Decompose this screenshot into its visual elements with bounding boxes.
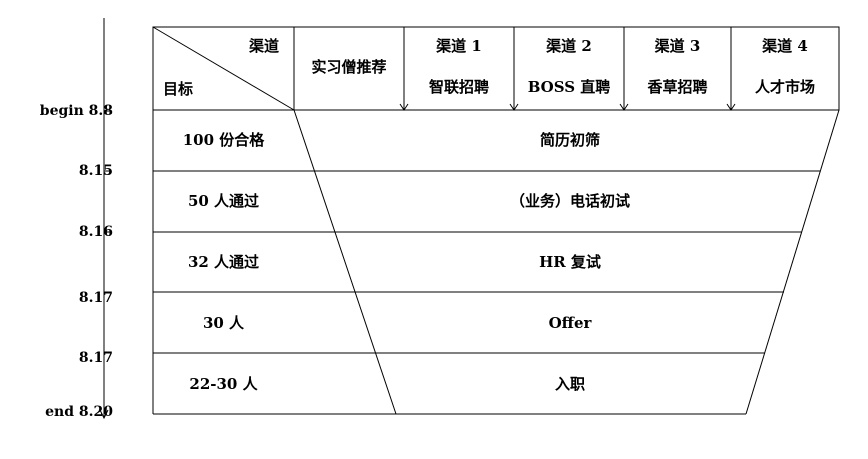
funnel-left-edge [293, 109, 397, 415]
corner-channel-label: 渠道 [248, 37, 279, 55]
channel-1-line1: 实习僧推荐 [311, 58, 387, 76]
corner-target-label: 目标 [163, 80, 194, 98]
channel-2-line1: 渠道 1 [436, 37, 482, 55]
channel-2-line2: 智联招聘 [428, 78, 489, 96]
corner-diagonal [152, 26, 295, 111]
timeline-date: 8.17 [78, 350, 113, 366]
stage-target: 50 人通过 [187, 192, 260, 210]
channel-5-line2: 人才市场 [754, 78, 815, 96]
channel-4-line2: 香草招聘 [647, 78, 708, 96]
channel-3-line1: 渠道 2 [546, 37, 592, 55]
timeline-date: 8.15 [78, 163, 113, 179]
stage-target: 30 人 [202, 314, 245, 332]
timeline-date: 8.17 [78, 290, 113, 306]
stage-name: 入职 [554, 375, 585, 393]
timeline-date: 8.16 [78, 224, 113, 240]
stage-name: Offer [548, 314, 592, 332]
channel-4-line1: 渠道 3 [654, 37, 701, 55]
channel-5-line1: 渠道 4 [762, 37, 808, 55]
channel-3-line2: BOSS 直聘 [527, 78, 611, 96]
timeline-arrowhead [99, 409, 109, 420]
stage-name: （业务）电话初试 [509, 192, 630, 210]
stage-target: 32 人通过 [187, 253, 260, 271]
header-box [152, 26, 840, 111]
stage-target: 100 份合格 [182, 131, 265, 149]
stage-target: 22-30 人 [189, 375, 258, 393]
timeline-date: begin 8.8 [39, 103, 113, 119]
stage-name: 简历初筛 [539, 131, 600, 149]
funnel-right-edge [745, 109, 840, 415]
stage-name: HR 复试 [539, 253, 601, 271]
timeline-date: end 8.20 [45, 404, 113, 420]
